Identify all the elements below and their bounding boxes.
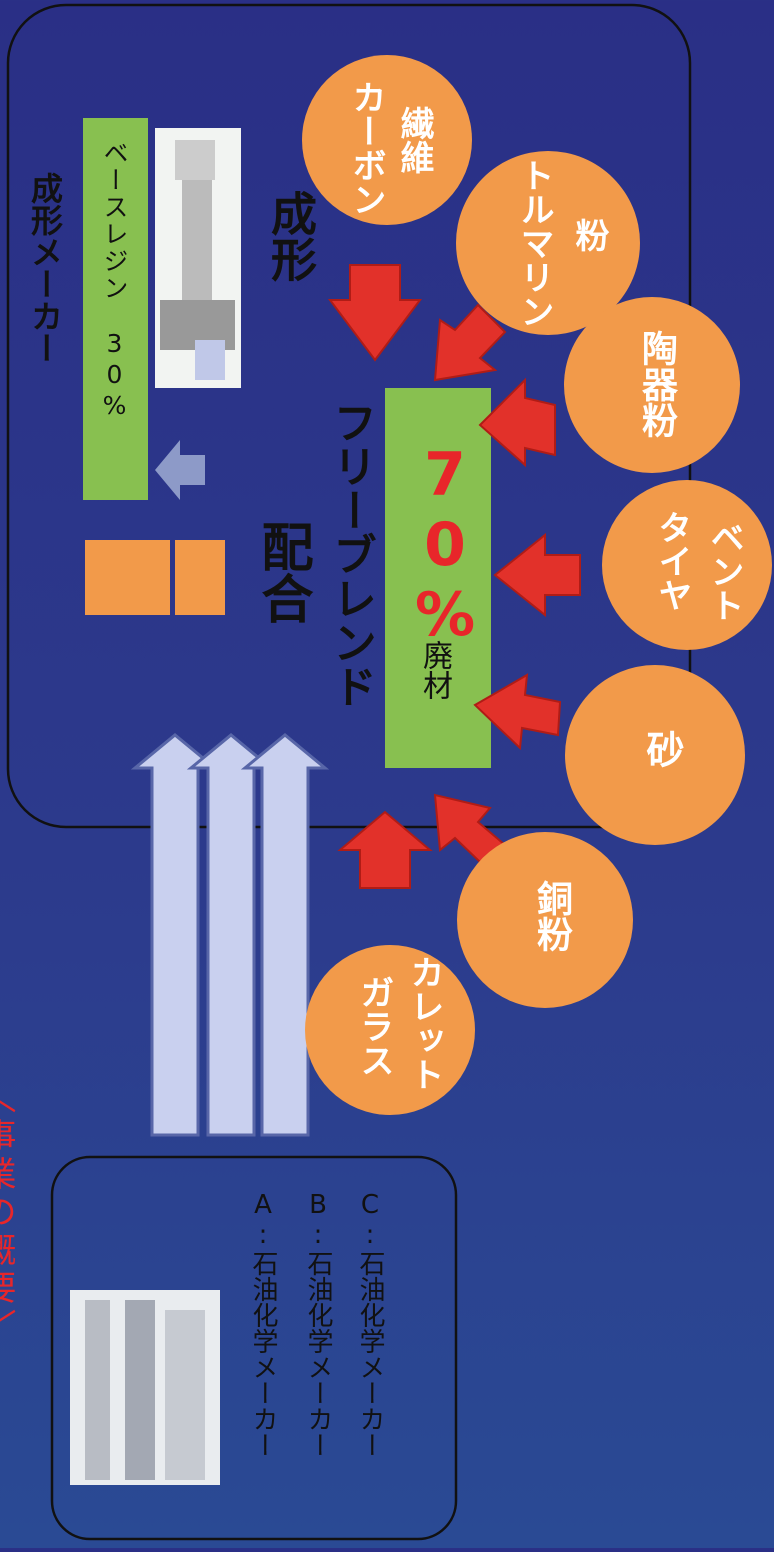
circle-ceramic (564, 297, 740, 473)
red-arrow-7 (337, 810, 433, 889)
refinery-image (70, 1290, 220, 1485)
red-arrow-1 (328, 264, 422, 362)
circle-copper (457, 832, 633, 1008)
red-arrows (328, 264, 581, 889)
circle-sand (565, 665, 745, 845)
material-circles (302, 55, 772, 1115)
circle-carbon-fiber (302, 55, 472, 225)
circle-tourmaline (456, 151, 640, 335)
red-arrow-4 (493, 532, 581, 618)
red-arrow-5 (473, 673, 562, 751)
gray-arrow (155, 440, 205, 500)
waste-bar (385, 388, 491, 768)
base-resin-bar (83, 118, 148, 500)
circle-tire (602, 480, 772, 650)
red-arrow-6 (433, 793, 507, 864)
petrochem-box (50, 1155, 458, 1541)
red-arrow-2 (433, 303, 507, 382)
supply-arrows (130, 733, 330, 1137)
molding-machine-image (155, 128, 241, 388)
hopper-icon (85, 540, 225, 615)
red-arrow-3 (478, 377, 556, 468)
circle-glass (305, 945, 475, 1115)
